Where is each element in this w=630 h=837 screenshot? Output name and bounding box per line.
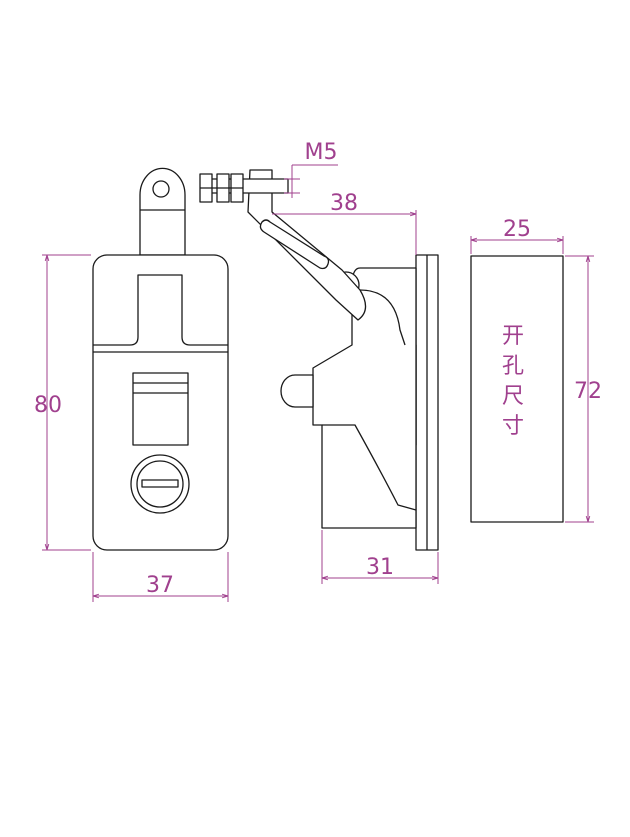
trigger-recess [93,274,228,346]
dim-38-label: 38 [330,191,358,216]
front-view [92,167,229,551]
cutout-label-4: 寸 [502,414,524,439]
side-knob [280,374,314,408]
cutout-label-2: 孔 [502,354,524,379]
housing-curve [322,424,417,511]
arm-slot [259,219,330,270]
lock-cylinder-inner [136,460,184,508]
dim-72-label: 72 [574,379,602,404]
dim-80-label: 80 [34,393,62,418]
cutout-label-1: 开 [502,324,524,349]
lug-hole [152,180,170,198]
dim-31-label: 31 [366,555,394,580]
cutout-rect [470,255,564,523]
key-slot [141,479,179,488]
side-view [199,169,439,551]
housing-upper-curve [359,289,406,346]
front-lug [139,167,186,256]
cutout-label-3: 尺 [502,384,524,409]
dimensions: 80 37 M5 38 31 25 72 [34,140,602,602]
dim-m5-label: M5 [305,140,338,165]
cutout-view: 开 孔 尺 寸 [470,255,564,523]
dim-37-label: 37 [146,573,174,598]
push-button [132,372,189,446]
dim-25-label: 25 [503,217,531,242]
